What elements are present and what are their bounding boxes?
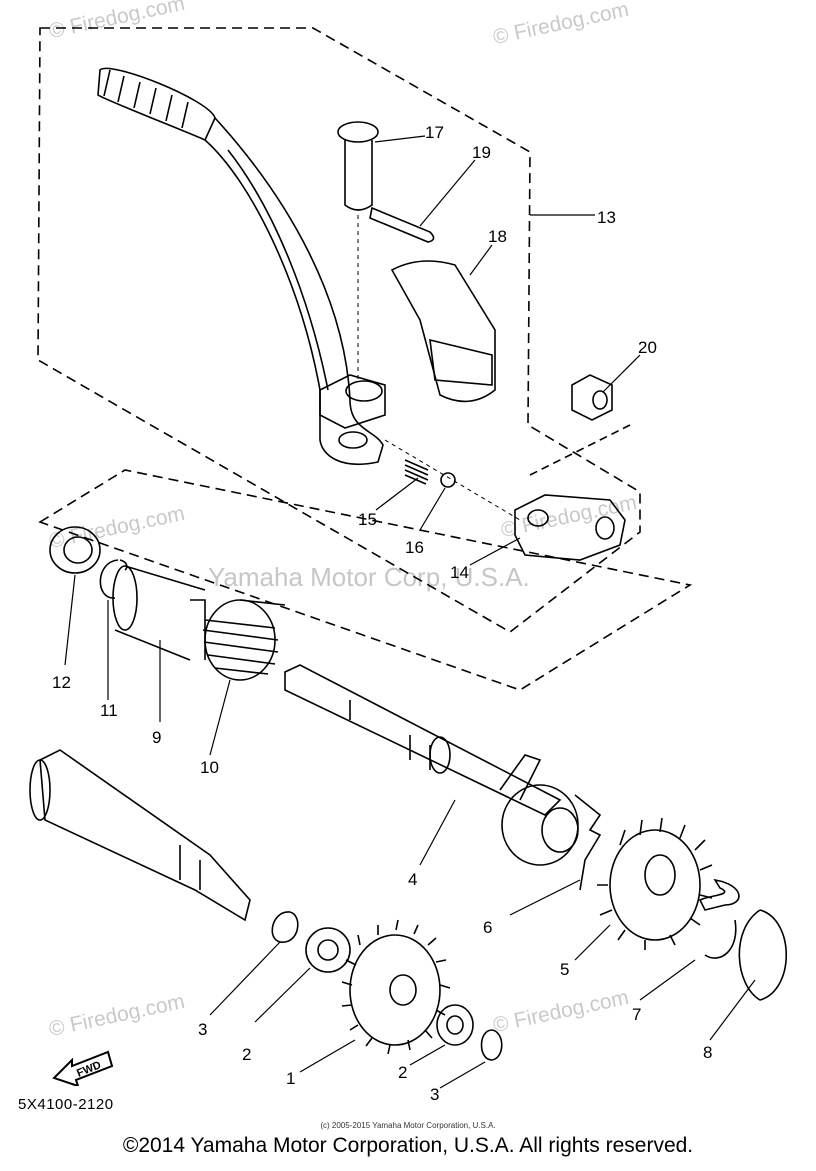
circlip-3b — [480, 1029, 503, 1061]
callout-1: 1 — [286, 1069, 295, 1088]
assembly-9-outline — [38, 469, 693, 691]
callout-12: 12 — [52, 673, 71, 692]
callout-13: 13 — [597, 208, 616, 227]
oil-seal-12 — [49, 526, 101, 574]
callout-7: 7 — [632, 1005, 641, 1024]
circlip-3a — [271, 911, 299, 943]
circlip-8 — [738, 909, 788, 1001]
callout-9: 9 — [152, 728, 161, 747]
fwd-arrow-icon: FWD — [50, 1046, 120, 1091]
nut-20 — [571, 374, 613, 421]
callout-10: 10 — [200, 758, 219, 777]
callout-19: 19 — [472, 143, 491, 162]
callout-16: 16 — [405, 538, 424, 557]
collar-9 — [112, 565, 206, 661]
callout-2b: 2 — [398, 1063, 407, 1082]
callout-4: 4 — [408, 870, 417, 889]
callout-15: 15 — [358, 510, 377, 529]
boss-18 — [390, 260, 496, 403]
leader-lines — [64, 135, 756, 1089]
axle-gear — [501, 784, 579, 866]
kick-axle-4 — [284, 664, 562, 816]
callout-2a: 2 — [242, 1045, 251, 1064]
gear-1 — [341, 919, 451, 1055]
idle-gear-5 — [597, 817, 713, 950]
callout-5: 5 — [560, 960, 569, 979]
small-copyright: (c) 2005-2015 Yamaha Motor Corporation, … — [320, 1121, 496, 1130]
leader-20-dashed — [529, 424, 631, 476]
shaft-ghost — [29, 749, 251, 922]
boss-14 — [514, 494, 626, 561]
callout-20: 20 — [638, 338, 657, 357]
assembly-13-outline — [37, 27, 641, 633]
copyright: ©2014 Yamaha Motor Corporation, U.S.A. A… — [122, 1134, 694, 1157]
pin-17 — [337, 121, 379, 380]
callout-6: 6 — [483, 918, 492, 937]
diagram-code: 5X4100-2120 — [18, 1096, 114, 1113]
watermark-center: Yamaha Motor Corp, U.S.A. — [208, 562, 530, 592]
torsion-spring-10 — [202, 599, 286, 681]
callout-11: 11 — [100, 701, 118, 720]
callout-17: 17 — [425, 123, 444, 142]
callout-14: 14 — [450, 563, 469, 582]
spring-15 — [404, 459, 429, 485]
cotter-pin-19 — [369, 206, 435, 243]
washer-2b — [436, 1004, 474, 1046]
callout-3b: 3 — [430, 1085, 439, 1104]
ball-16 — [440, 472, 456, 488]
circlip-11 — [99, 559, 128, 599]
kick-lever — [97, 67, 386, 465]
washer-2a — [305, 927, 351, 973]
circlip-7 — [698, 878, 740, 911]
callout-3a: 3 — [198, 1020, 207, 1039]
callout-18: 18 — [488, 227, 507, 246]
clip-6 — [574, 794, 602, 891]
callout-8: 8 — [703, 1043, 712, 1062]
